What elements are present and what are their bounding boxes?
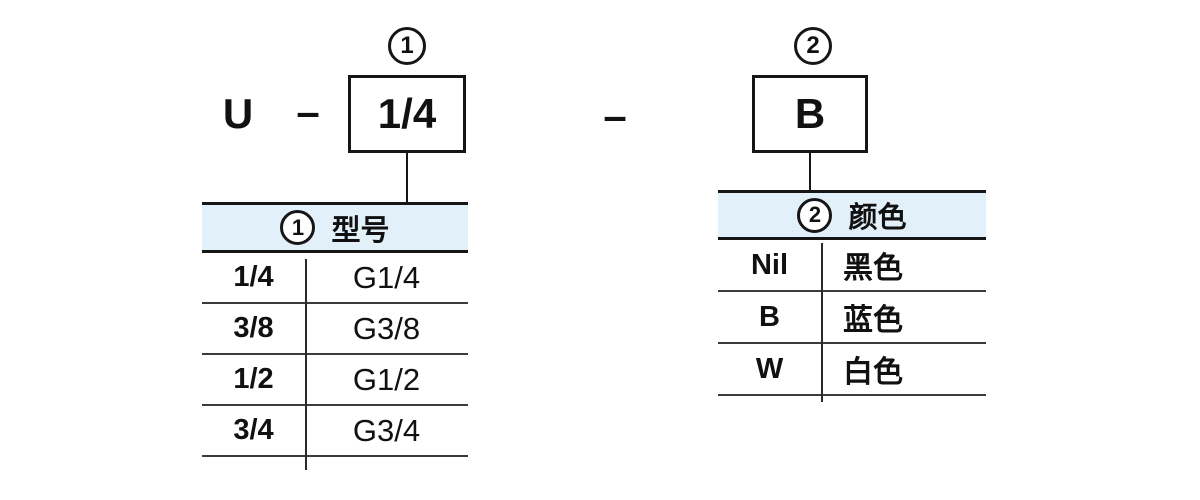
color-desc: 蓝色 bbox=[843, 304, 903, 337]
model-desc: G1/2 bbox=[352, 361, 421, 397]
code-separator-1: – bbox=[296, 88, 320, 135]
marker-2-header-circle: 2 bbox=[797, 197, 833, 233]
code-box-size: 1/4 bbox=[348, 75, 466, 153]
color-table-title: 颜色 bbox=[848, 202, 907, 234]
color-table-header: 2 颜色 bbox=[718, 193, 986, 240]
code-box-color: B bbox=[752, 75, 868, 153]
marker-2-circle: 2 bbox=[794, 27, 832, 65]
marker-1-header-circle: 1 bbox=[280, 210, 316, 245]
connector-line-size bbox=[406, 153, 408, 203]
model-desc: G1/4 bbox=[352, 259, 421, 295]
code-prefix: U bbox=[222, 90, 254, 137]
model-desc: G3/8 bbox=[352, 310, 421, 346]
table-row: B 蓝色 bbox=[718, 292, 986, 344]
model-code: 1/2 bbox=[233, 363, 274, 395]
color-code: Nil bbox=[750, 248, 789, 281]
code-separator-2: – bbox=[603, 92, 627, 139]
color-desc: 白色 bbox=[843, 356, 903, 389]
model-code: 1/4 bbox=[233, 261, 274, 293]
model-table-title: 型号 bbox=[331, 214, 390, 247]
column-divider bbox=[821, 243, 823, 402]
table-row: W 白色 bbox=[718, 344, 986, 396]
color-code: W bbox=[755, 352, 784, 385]
model-code: 3/8 bbox=[233, 312, 274, 344]
model-table-header: 1 型号 bbox=[202, 205, 468, 253]
table-row: 3/8 G3/8 bbox=[202, 304, 468, 355]
model-table: 1 型号 1/4 G1/4 3/8 G3/8 1/2 G1/2 3/4 G3/4 bbox=[202, 202, 468, 470]
column-divider bbox=[305, 259, 307, 470]
table-row: 3/4 G3/4 bbox=[202, 406, 468, 457]
color-code: B bbox=[759, 300, 780, 333]
model-desc: G3/4 bbox=[352, 412, 421, 448]
table-row: 1/4 G1/4 bbox=[202, 253, 468, 304]
table-row: Nil 黑色 bbox=[718, 240, 986, 292]
marker-1-circle: 1 bbox=[388, 27, 426, 65]
table-row: 1/2 G1/2 bbox=[202, 355, 468, 406]
color-desc: 黑色 bbox=[843, 252, 903, 285]
color-table: 2 颜色 Nil 黑色 B 蓝色 W 白色 bbox=[718, 190, 986, 402]
connector-line-color bbox=[809, 153, 811, 191]
model-code: 3/4 bbox=[233, 414, 274, 446]
